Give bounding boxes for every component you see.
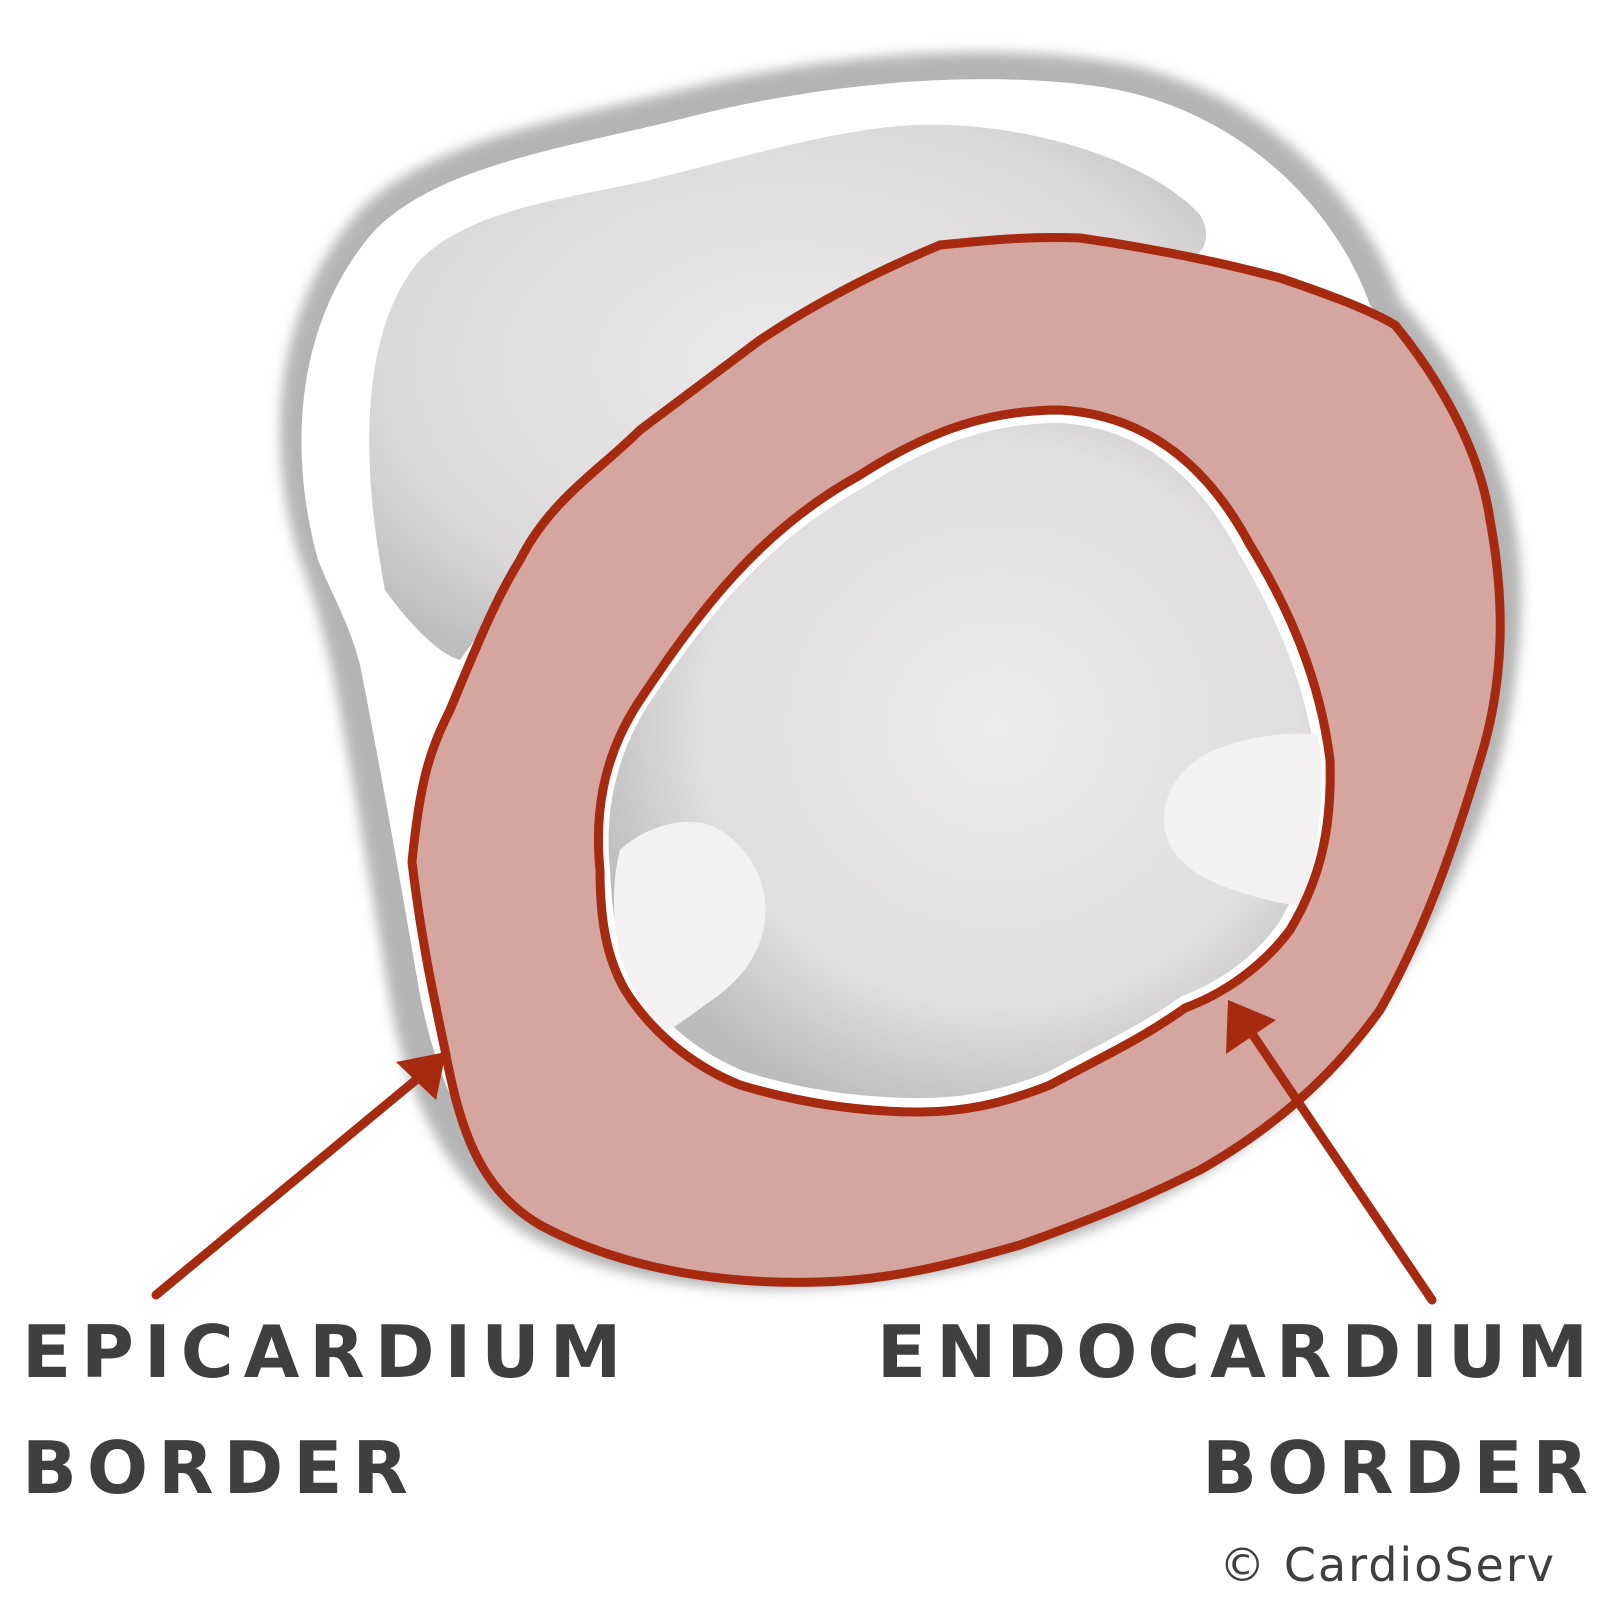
- endocardium-label-line1: ENDOCARDIUM: [876, 1310, 1598, 1394]
- left-ventricle-cavity: [608, 423, 1317, 1098]
- epicardium-border: [407, 232, 1505, 1287]
- epicardium-label-line1: EPICARDIUM: [22, 1310, 632, 1394]
- endocardium-label-line2: BORDER: [1202, 1426, 1598, 1510]
- epicardium-label-line2: BORDER: [22, 1426, 418, 1510]
- papillary-muscle-right: [1164, 733, 1322, 905]
- papillary-muscle-left: [614, 821, 766, 1035]
- myocardium-ring: [408, 237, 1501, 1283]
- copyright-notice: © CardioServ: [1219, 1538, 1556, 1592]
- endocardium-border: [593, 405, 1335, 1117]
- epicardium-arrow: [151, 1052, 446, 1300]
- endocardium-arrow: [1226, 1000, 1437, 1305]
